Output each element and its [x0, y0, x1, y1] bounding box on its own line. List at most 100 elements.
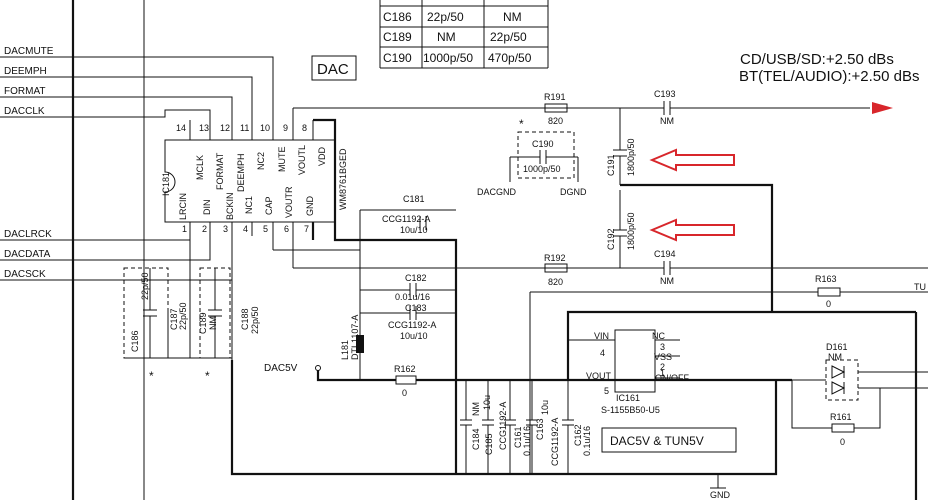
- ic161-pin-vss: VSS: [654, 352, 672, 362]
- signal-dacclk: DACCLK: [4, 106, 45, 117]
- ic181-pin-num: 10: [260, 123, 270, 133]
- c187-ref: C187: [169, 308, 179, 330]
- d161-ref: D161: [826, 342, 848, 352]
- ic161-pin-num: 2: [660, 362, 665, 372]
- ic181-pin-num: 8: [302, 123, 307, 133]
- table-cell: 470p/50: [488, 51, 532, 65]
- c193-value: NM: [660, 116, 674, 126]
- c184-value: NM: [471, 402, 481, 416]
- c186-c187-group: 22p/50 C186 C187 22p/50 *: [123, 267, 188, 383]
- c181-value2: 10u/10: [400, 225, 428, 235]
- output-arrow-icon: [872, 102, 893, 114]
- r161-value: 0: [840, 437, 845, 447]
- c190-ref: C190: [532, 139, 554, 149]
- gnd-label: GND: [710, 490, 731, 500]
- r161-resistor: R161 0: [791, 380, 881, 447]
- c183-value: CCG1192-A: [388, 320, 436, 330]
- signal-deemph: DEEMPH: [4, 66, 47, 77]
- r192-resistor: R192 820: [544, 253, 568, 287]
- signal-format: FORMAT: [4, 86, 45, 97]
- c192-ref: C192: [606, 228, 616, 250]
- c193-ref: C193: [654, 89, 676, 99]
- c185-value: 10u: [482, 395, 492, 410]
- ic181-pin-num: 3: [223, 224, 228, 234]
- signal-dacmute: DACMUTE: [4, 46, 54, 57]
- c163-ref: C163: [535, 418, 545, 440]
- c190-star: *: [519, 117, 524, 131]
- red-arrow-icon: [649, 218, 735, 242]
- c183-ref: C183: [405, 303, 427, 313]
- c188-value: 22p/50: [250, 306, 260, 334]
- wire-format: [0, 96, 233, 120]
- ic181-pin-name: MUTE: [277, 147, 287, 173]
- ic161-pin-num: 4: [600, 348, 605, 358]
- ic181-pin-num: 1: [182, 224, 187, 234]
- d161-diode: D161 NM: [792, 342, 928, 401]
- vin-wire: [566, 310, 916, 380]
- c182-ref: C182: [405, 273, 427, 283]
- c161-ref: C161: [513, 426, 523, 448]
- c185-ref: C185: [484, 433, 494, 455]
- ic181-pin-name: VOUTR: [284, 186, 294, 218]
- c192-capacitor: C192 1800p/50: [606, 190, 636, 268]
- r161-ref: R161: [830, 412, 852, 422]
- r192-ref: R192: [544, 253, 566, 263]
- ic161-part: S-1155B50-U5: [601, 405, 660, 415]
- c181-value: CCG1192-A: [382, 214, 430, 224]
- ic161-pin-vout: VOUT: [586, 371, 612, 381]
- c189-c188-group: C189 NM C188 22p/50 *: [198, 267, 260, 383]
- wire-dacmute: [0, 56, 274, 120]
- ic161-pin-nc: NC: [652, 331, 665, 341]
- table-cell: 1000p/50: [423, 51, 473, 65]
- ic161-ref: IC161: [616, 393, 640, 403]
- r163-value: 0: [826, 299, 831, 309]
- tu-label: TU: [914, 282, 926, 292]
- ic181-pin-num: 13: [199, 123, 209, 133]
- ic181-pin-num: 4: [243, 224, 248, 234]
- power-box: [601, 427, 737, 453]
- component-table: C186 22p/50 NM C189 NM 22p/50 C190 1000p…: [379, 0, 549, 69]
- ic181-top-pins: [189, 108, 314, 140]
- vdd-rail: [313, 118, 458, 474]
- ic181-pin-num: 7: [304, 224, 309, 234]
- table-cell: C190: [383, 51, 412, 65]
- ic181-pin-name: VDD: [317, 146, 327, 166]
- dgnd-label: DGND: [560, 187, 587, 197]
- r162-value: 0: [402, 388, 407, 398]
- c191-ground-wire: [620, 183, 774, 312]
- ic181-pin-num: 9: [283, 123, 288, 133]
- table-cell: C186: [383, 10, 412, 24]
- c181-capacitor: C181 CCG1192-A 10u/10: [382, 194, 430, 235]
- c162-ref: C162: [573, 424, 583, 446]
- c194-ref: C194: [654, 249, 676, 259]
- r192-value: 820: [548, 277, 563, 287]
- wire-dacclk: [0, 109, 211, 120]
- c189-star: *: [205, 369, 210, 383]
- ic181-pin-num: 11: [240, 123, 249, 133]
- ic181-pin-num: 6: [284, 224, 289, 234]
- ic181-pin-name: CAP: [264, 196, 274, 215]
- dacgnd-label: DACGND: [477, 187, 517, 197]
- c188-ref: C188: [240, 308, 250, 330]
- c189-value: NM: [208, 316, 218, 330]
- ic161-pin-onoff: ON/OFF: [655, 373, 689, 383]
- r162-ref: R162: [394, 364, 416, 374]
- ic181-bottom-pins: [189, 222, 314, 280]
- ic181-pin-num: 14: [176, 123, 186, 133]
- dac5v-wire: [316, 370, 396, 382]
- c193-capacitor: C193 NM: [620, 89, 870, 126]
- ic161: VIN NC VSS VOUT ON/OFF 4 3 2 1 5 IC161 S…: [566, 310, 916, 415]
- ic181-pin-num: 5: [263, 224, 268, 234]
- c162-value: 0.1u/16: [582, 426, 592, 456]
- ic181-pin-name: NC1: [244, 196, 254, 214]
- ic181-pin-name: DEEMPH: [236, 153, 246, 192]
- ic161-pin-num: 1: [660, 368, 665, 378]
- c194-capacitor: C194 NM: [620, 249, 928, 286]
- c194-value: NM: [660, 276, 674, 286]
- ic181-pin-num: 12: [220, 123, 230, 133]
- wire-deemph: [0, 76, 253, 120]
- r191-ref: R191: [544, 92, 566, 102]
- dac-label: DAC: [317, 61, 349, 78]
- table-cell: 22p/50: [490, 30, 527, 44]
